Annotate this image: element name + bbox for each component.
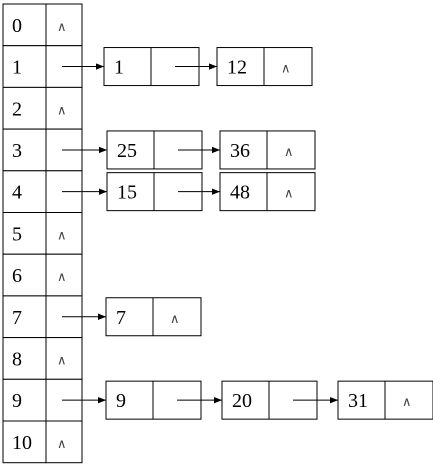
bucket-index: 0 — [12, 15, 22, 37]
bucket-index-cell — [2, 295, 47, 339]
list-node-value: 36 — [230, 140, 250, 162]
bucket-index: 8 — [12, 348, 22, 370]
bucket-index-cell — [2, 86, 47, 130]
bucket-row: 5∧ — [2, 212, 83, 255]
list-node-value: 15 — [117, 182, 137, 204]
bucket-pointer-cell — [45, 212, 83, 255]
list-node: 31 ∧ — [337, 380, 433, 420]
null-pointer-symbol: ∧ — [284, 145, 294, 160]
null-pointer-symbol: ∧ — [170, 312, 180, 327]
null-pointer-symbol: ∧ — [57, 228, 67, 243]
bucket-index: 6 — [12, 265, 22, 287]
list-node: 48 ∧ — [219, 172, 316, 212]
list-node-value: 20 — [232, 390, 252, 412]
bucket-index: 4 — [12, 182, 22, 204]
null-pointer-symbol: ∧ — [57, 270, 67, 285]
bucket-row: 9 — [2, 378, 83, 422]
bucket-pointer-cell — [45, 3, 83, 47]
null-pointer-symbol: ∧ — [57, 437, 67, 452]
bucket-index: 1 — [12, 57, 22, 79]
list-node-value: 1 — [114, 57, 124, 79]
list-node: 36 ∧ — [219, 130, 316, 170]
null-pointer-symbol: ∧ — [57, 103, 67, 118]
bucket-index-cell — [2, 128, 47, 172]
bucket-index-cell — [2, 3, 47, 47]
list-node-value: 9 — [116, 390, 126, 412]
bucket-row: 8∧ — [2, 337, 83, 380]
bucket-row: 2∧ — [2, 86, 83, 130]
list-node-value: 12 — [227, 57, 247, 79]
bucket-index: 9 — [12, 390, 22, 412]
null-pointer-symbol: ∧ — [284, 187, 294, 202]
bucket-pointer-cell — [45, 420, 83, 464]
list-node-value: 25 — [117, 140, 137, 162]
bucket-row: 0∧ — [2, 3, 83, 47]
bucket-index-cell — [2, 212, 47, 255]
bucket-index: 2 — [12, 98, 22, 120]
bucket-index: 3 — [12, 140, 22, 162]
bucket-index-cell — [2, 170, 47, 214]
bucket-row: 7 — [2, 295, 83, 339]
null-pointer-symbol: ∧ — [57, 353, 67, 368]
bucket-index: 5 — [12, 223, 22, 245]
bucket-row: 6∧ — [2, 253, 83, 297]
bucket-index-cell — [2, 253, 47, 297]
bucket-index-cell — [2, 45, 47, 88]
null-pointer-symbol: ∧ — [402, 395, 412, 410]
bucket-row: 10 ∧ — [2, 420, 83, 464]
list-node: 20 — [221, 380, 318, 420]
null-pointer-symbol: ∧ — [281, 62, 291, 77]
list-node: 7∧ — [105, 297, 202, 337]
bucket-index-cell — [2, 378, 47, 422]
bucket-pointer-cell — [45, 253, 83, 297]
list-node: 12 ∧ — [216, 47, 313, 87]
list-node-value: 7 — [116, 307, 126, 329]
bucket-table: 0∧12∧345∧6∧78∧910∧ — [2, 3, 83, 464]
bucket-index-cell — [2, 337, 47, 380]
null-pointer-symbol: ∧ — [57, 20, 67, 35]
list-node-value: 31 — [348, 390, 368, 412]
list-node-value: 48 — [230, 182, 250, 204]
bucket-index: 7 — [12, 307, 22, 329]
bucket-index: 10 — [12, 432, 32, 454]
